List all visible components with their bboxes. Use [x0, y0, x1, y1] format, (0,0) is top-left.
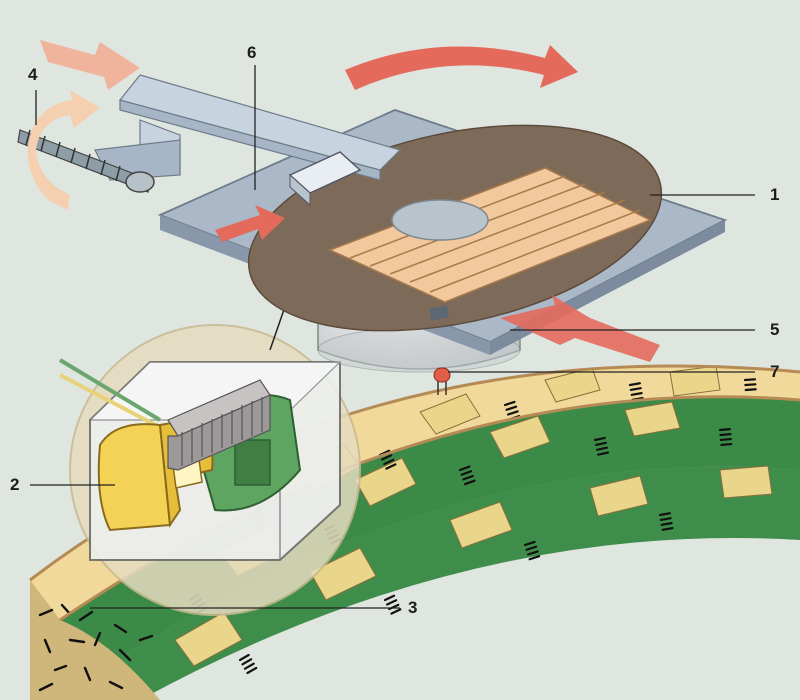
callout-4: 4	[28, 65, 38, 84]
lead-screw	[17, 129, 155, 193]
random-domain-region	[30, 580, 160, 700]
head-direction-arrow	[215, 205, 285, 242]
leader-lines	[30, 65, 755, 609]
callout-3: 3	[408, 598, 418, 617]
callout-5: 5	[770, 320, 780, 339]
diskette-insert-arrow	[500, 295, 660, 362]
disk-window	[328, 167, 652, 303]
write-protect-notch	[429, 305, 449, 321]
callout-6: 6	[247, 43, 257, 62]
head-coil	[167, 379, 271, 471]
disk-rotation-arrow	[345, 45, 578, 90]
random-domain-dashes	[38, 603, 154, 692]
domain-strip	[60, 396, 800, 680]
domain-strip-lower	[85, 466, 800, 700]
magnetic-head-enlarged	[58, 358, 342, 561]
linear-motion-arrow-top	[40, 40, 140, 90]
callout-7: 7	[770, 362, 780, 381]
callout-1: 1	[770, 185, 780, 204]
disk-hub	[391, 199, 489, 241]
pole-piece	[97, 423, 172, 532]
led-sensor	[433, 367, 451, 395]
callout-2: 2	[10, 475, 20, 494]
motion-arrows	[27, 40, 660, 362]
screw-rotation-arrow	[27, 90, 100, 210]
